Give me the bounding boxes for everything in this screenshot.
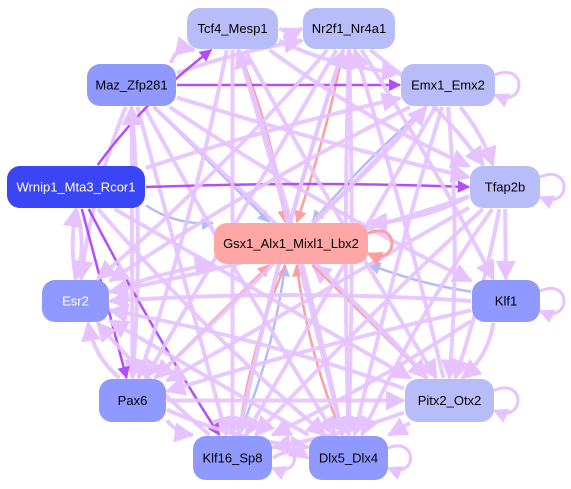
- node-pitx2-label: Pitx2_Otx2: [418, 393, 482, 408]
- node-klf16-box[interactable]: [193, 436, 272, 480]
- node-wrnip1-label: Wrnip1_Mta3_Rcor1: [17, 180, 136, 195]
- self-loop-klf1: [538, 287, 566, 324]
- edge-wrnip1-to-klf16: [87, 208, 221, 437]
- edge-pax6-to-klf16: [165, 419, 195, 443]
- edge-klf1-to-pitx2: [460, 322, 496, 380]
- edge-emx1-to-dlx5: [348, 106, 445, 437]
- edge-maz-to-klf16: [135, 106, 232, 437]
- node-tcf4-label: Tcf4_Mesp1: [197, 21, 267, 36]
- node-pax6[interactable]: Pax6: [99, 379, 166, 422]
- edge-nr2f1-to-pax6: [143, 48, 339, 380]
- edge-emx1-to-klf16: [244, 105, 438, 437]
- edge-tfap2b-to-klf16: [254, 207, 485, 437]
- edge-maz-to-dlx5: [142, 106, 337, 437]
- node-nr2f1-label: Nr2f1_Nr4a1: [312, 21, 386, 36]
- edge-pitx2-to-dlx5: [387, 417, 411, 437]
- edge-wrnip1-to-gsx1: [145, 204, 215, 231]
- edge-nr2f1-to-klf1: [359, 48, 496, 281]
- node-gsx1-label: Gsx1_Alx1_Mixl1_Lbx2: [223, 236, 359, 251]
- self-loop-emx1: [493, 71, 521, 108]
- node-klf1-label: Klf1: [495, 294, 517, 309]
- node-maz-label: Maz_Zfp281: [95, 78, 167, 93]
- node-dlx5-label: Dlx5_Dlx4: [319, 451, 378, 466]
- self-loop-dlx5: [386, 444, 412, 480]
- self-loop-gsx1: [366, 229, 394, 266]
- node-klf16-label: Klf16_Sp8: [203, 451, 263, 466]
- nodes-layer: Gsx1_Alx1_Mixl1_Lbx2 Tcf4_Mesp1 Nr2f1_Nr4a…: [7, 8, 540, 480]
- edge-tcf4-to-pitx2: [243, 49, 439, 380]
- node-pitx2-box[interactable]: [405, 379, 494, 422]
- self-loops-layer: [270, 71, 566, 480]
- edge-wrnip1-to-tfap2b: [145, 180, 471, 193]
- edge-klf1-to-klf16: [270, 319, 473, 437]
- edge-tcf4-to-pax6: [134, 49, 229, 380]
- node-maz-box[interactable]: [87, 64, 176, 106]
- node-wrnip1-box[interactable]: [7, 166, 145, 208]
- node-tcf4-box[interactable]: [187, 8, 278, 49]
- edge-tcf4-to-nr2f1: [278, 26, 304, 46]
- node-esr2[interactable]: Esr2: [42, 280, 109, 322]
- edge-emx1-to-tfap2b: [458, 105, 497, 167]
- edge-tfap2b-to-dlx5: [359, 207, 494, 437]
- edge-pitx2-to-nr2f1: [350, 48, 446, 379]
- node-gsx1[interactable]: Gsx1_Alx1_Mixl1_Lbx2: [214, 223, 368, 264]
- edge-wrnip1-to-emx1: [145, 92, 402, 170]
- node-klf1[interactable]: Klf1: [472, 280, 540, 322]
- node-emx1-label: Emx1_Emx2: [411, 78, 485, 93]
- node-pax6-label: Pax6: [118, 393, 148, 408]
- node-esr2-box[interactable]: [42, 280, 109, 322]
- node-gsx1-box[interactable]: [214, 223, 368, 264]
- node-pax6-box[interactable]: [99, 379, 166, 422]
- node-tcf4[interactable]: Tcf4_Mesp1: [187, 8, 278, 49]
- node-wrnip1[interactable]: Wrnip1_Mta3_Rcor1: [7, 166, 145, 208]
- node-tfap2b-label: Tfap2b: [485, 180, 525, 195]
- edge-esr2-to-wrnip1: [62, 207, 83, 280]
- node-esr2-label: Esr2: [62, 294, 89, 309]
- self-loop-pitx2: [492, 386, 520, 423]
- node-nr2f1-box[interactable]: [303, 8, 395, 49]
- edge-emx1-to-esr2: [108, 105, 411, 283]
- node-tfap2b[interactable]: Tfap2b: [470, 166, 540, 208]
- self-loop-klf16: [270, 444, 296, 480]
- edge-pax6-to-esr2: [81, 321, 121, 380]
- node-tfap2b-box[interactable]: [470, 166, 540, 208]
- node-dlx5-box[interactable]: [309, 436, 388, 480]
- node-nr2f1[interactable]: Nr2f1_Nr4a1: [303, 8, 395, 49]
- node-klf1-box[interactable]: [472, 280, 540, 322]
- edge-tfap2b-to-klf1: [495, 208, 516, 281]
- node-emx1-box[interactable]: [401, 64, 495, 106]
- node-emx1[interactable]: Emx1_Emx2: [401, 64, 495, 106]
- edge-dlx5-to-esr2: [108, 319, 310, 437]
- edge-emx1-to-pitx2: [440, 106, 461, 380]
- node-dlx5[interactable]: Dlx5_Dlx4: [309, 436, 388, 480]
- node-klf16[interactable]: Klf16_Sp8: [193, 436, 272, 480]
- edge-tcf4-to-tfap2b: [268, 48, 471, 168]
- node-maz[interactable]: Maz_Zfp281: [87, 64, 176, 106]
- edge-klf16-to-dlx5: [271, 439, 310, 460]
- edge-pax6-to-maz: [121, 105, 142, 379]
- node-pitx2[interactable]: Pitx2_Otx2: [405, 379, 494, 422]
- self-loop-tfap2b: [538, 173, 566, 210]
- edge-nr2f1-to-gsx1: [294, 49, 345, 224]
- edge-nr2f1-to-esr2: [96, 48, 329, 281]
- edge-maz-to-tcf4: [168, 36, 197, 64]
